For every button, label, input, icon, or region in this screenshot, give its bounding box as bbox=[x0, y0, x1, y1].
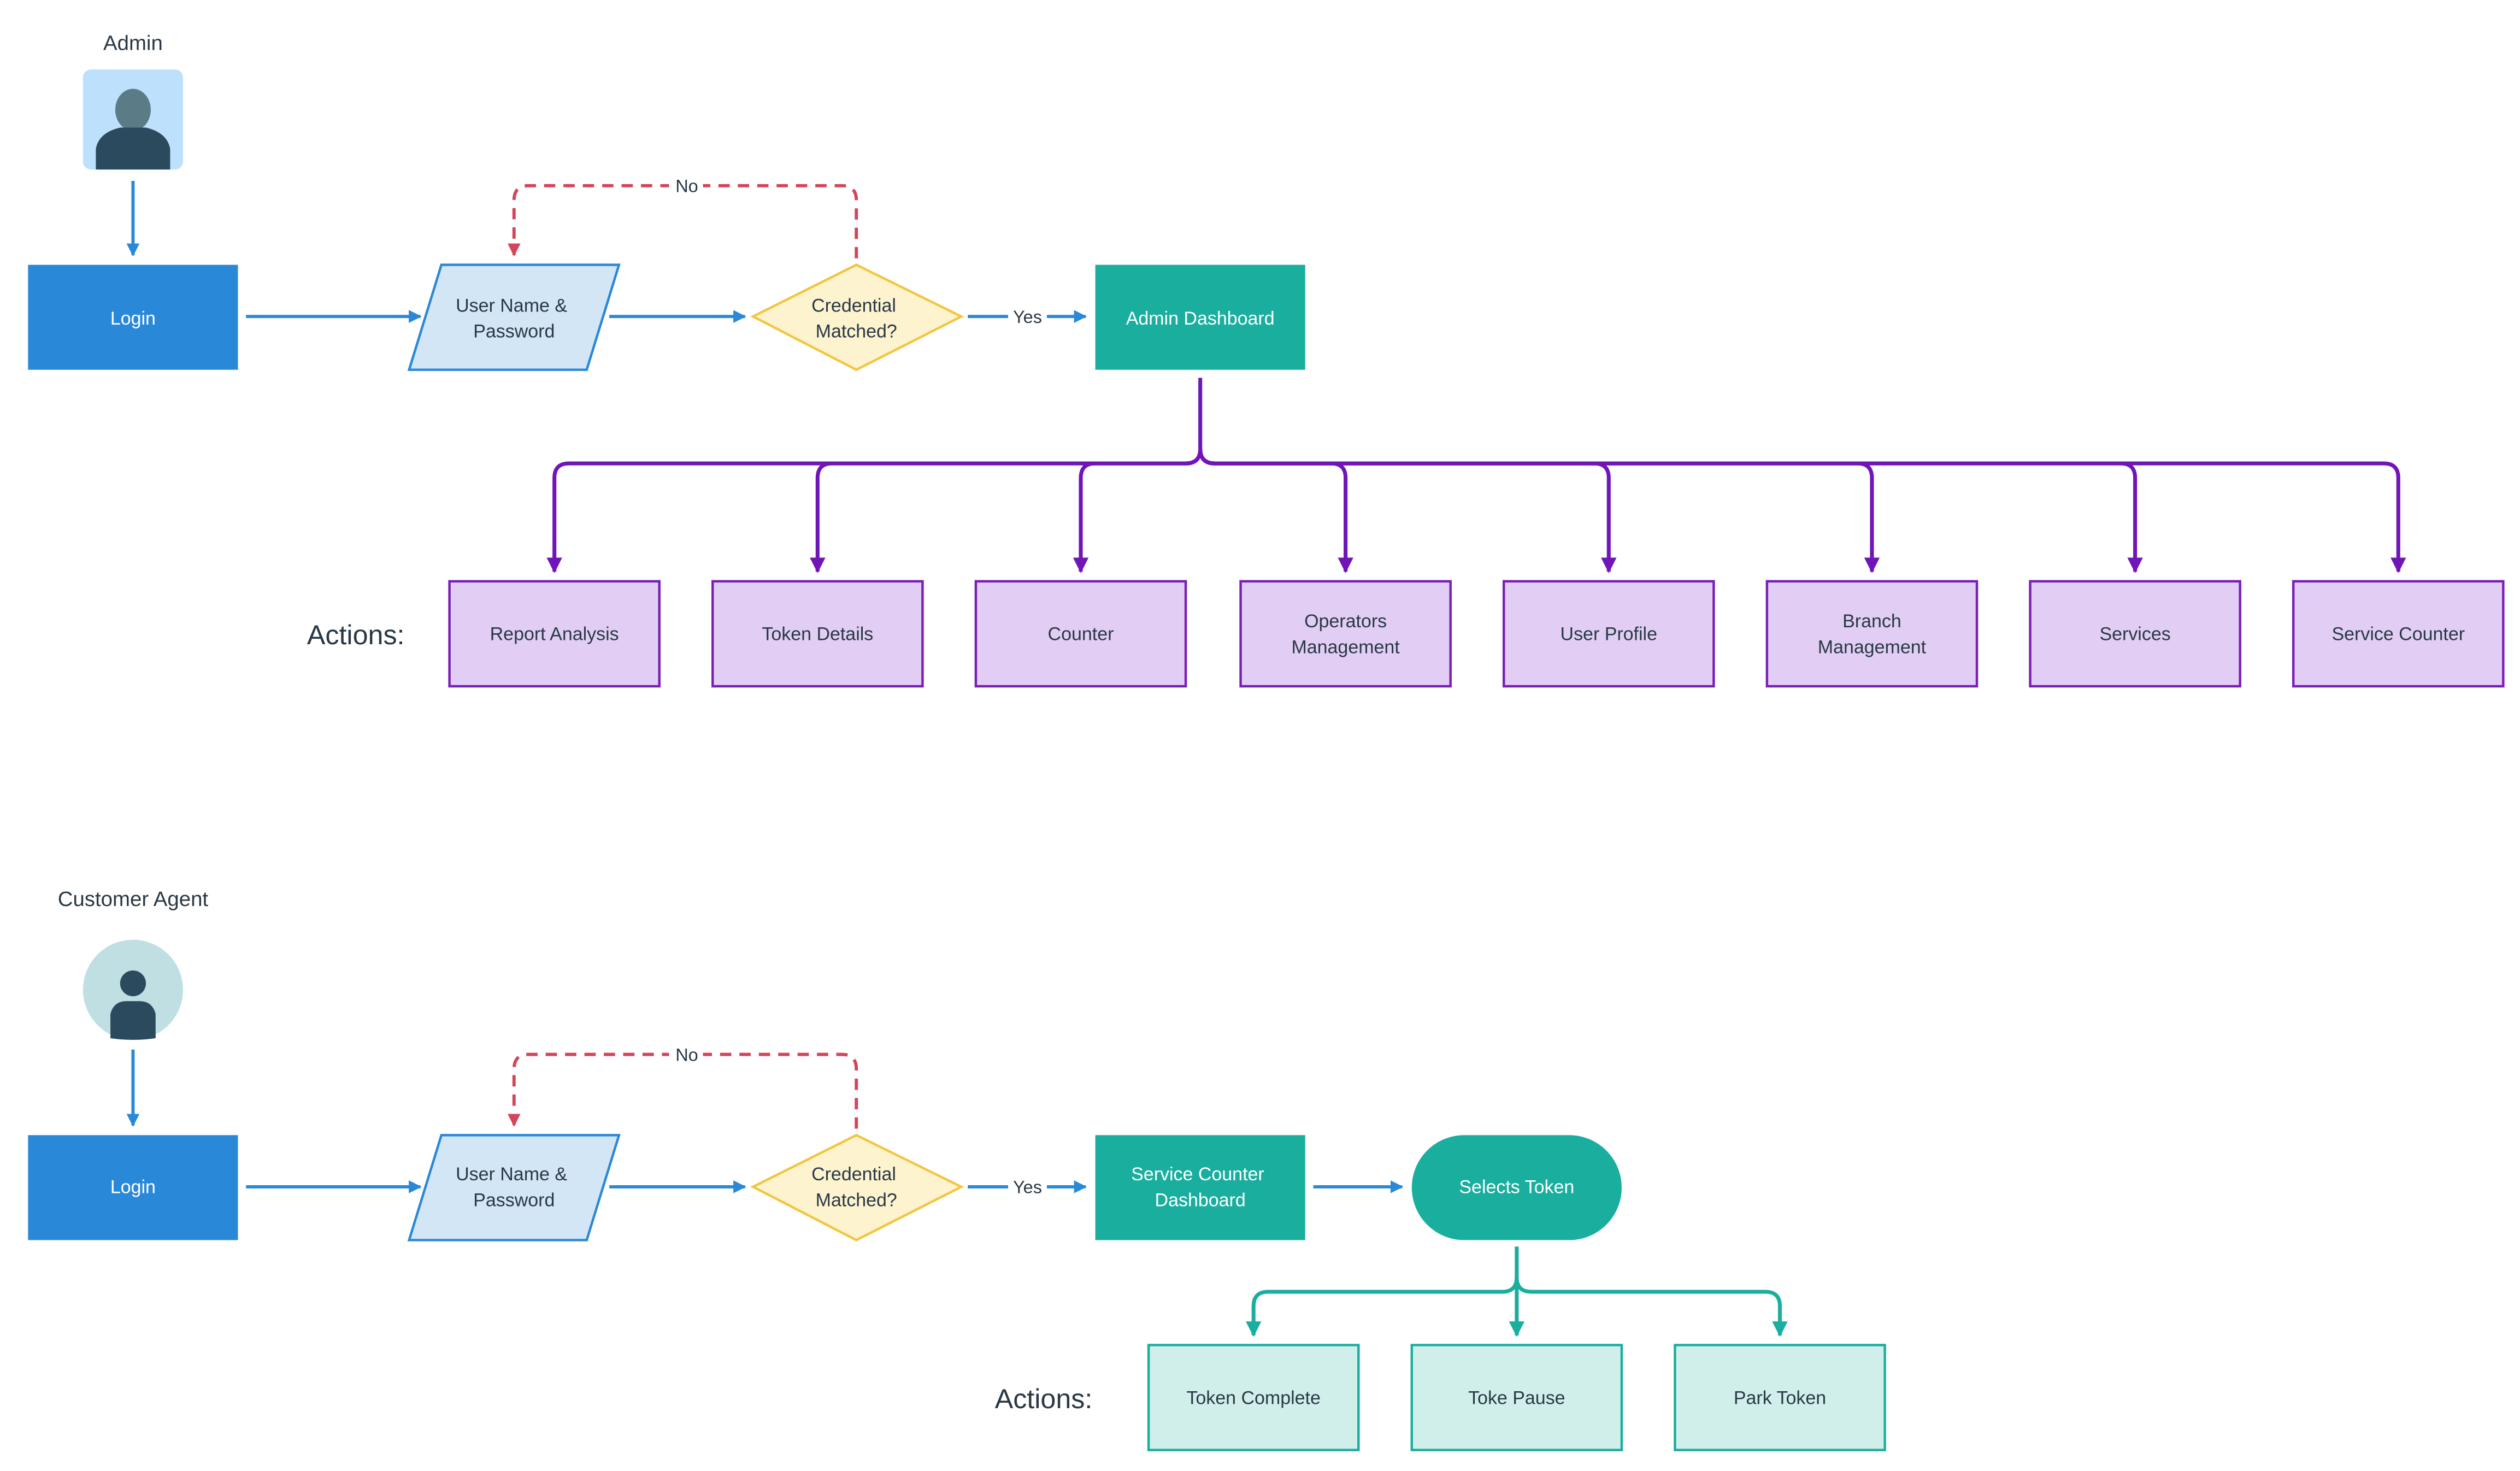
admin-dashboard-label: Admin Dashboard bbox=[1126, 308, 1275, 329]
admin-yes-label: Yes bbox=[1013, 307, 1042, 327]
admin-action-label: Services bbox=[2099, 624, 2170, 645]
admin-action-item: Token Details bbox=[711, 580, 924, 688]
admin-action-box bbox=[974, 580, 1187, 688]
agent-credentials-input-box bbox=[407, 1134, 621, 1241]
selects-token-terminal bbox=[1411, 1135, 1622, 1240]
admin-actions-row: Report Analysis Token Details Counter Opera… bbox=[448, 580, 2505, 688]
agent-yes-label: Yes bbox=[1013, 1178, 1042, 1197]
admin-branch-arrow bbox=[1198, 449, 1880, 573]
service-counter-dashboard-label: Service Counter Dashboard bbox=[1131, 1164, 1269, 1210]
agent-actor-label: Customer Agent bbox=[58, 887, 209, 911]
selects-token-branch-connectors bbox=[1245, 1246, 1788, 1337]
agent-credentials-label: User Name & Password bbox=[456, 1164, 572, 1210]
admin-credentials-input-box bbox=[407, 263, 621, 371]
agent-action-label: Token Complete bbox=[1186, 1387, 1320, 1408]
admin-action-box bbox=[2029, 580, 2241, 688]
admin-action-box bbox=[1765, 580, 1979, 688]
admin-login-box bbox=[28, 264, 238, 370]
admin-action-box bbox=[2292, 580, 2505, 688]
agent-login-label: Login bbox=[110, 1177, 156, 1198]
agent-branch-arrow bbox=[1245, 1277, 1519, 1337]
admin-action-box bbox=[448, 580, 661, 688]
admin-action-item: User Profile bbox=[1502, 580, 1715, 688]
admin-decision-diamond bbox=[750, 263, 964, 372]
admin-branch-arrow bbox=[810, 449, 1203, 573]
admin-flow: Admin Login User Name & Password Credent… bbox=[28, 32, 2505, 688]
admin-login-label: Login bbox=[110, 308, 156, 329]
admin-dashboard-branch-connectors bbox=[546, 378, 2406, 573]
agent-action-box bbox=[1410, 1344, 1623, 1451]
agent-action-item: Token Complete bbox=[1147, 1344, 1360, 1451]
agent-action-item: Park Token bbox=[1674, 1344, 1886, 1451]
customer-agent-flow: Customer Agent Login User Name & Passwor… bbox=[28, 887, 1886, 1451]
admin-action-box bbox=[1239, 580, 1452, 688]
admin-credentials-label: User Name & Password bbox=[456, 295, 572, 342]
admin-action-label: Counter bbox=[1048, 624, 1114, 645]
admin-action-item: Counter bbox=[974, 580, 1187, 688]
admin-branch-arrow bbox=[1198, 449, 1353, 573]
admin-action-label: Service Counter bbox=[2331, 624, 2465, 645]
agent-action-label: Toke Pause bbox=[1468, 1387, 1565, 1408]
admin-action-label: Report Analysis bbox=[490, 624, 619, 645]
agent-action-box bbox=[1674, 1344, 1886, 1451]
agent-decision-label: Credential Matched? bbox=[811, 1164, 901, 1210]
agent-actions-heading: Actions: bbox=[995, 1384, 1093, 1414]
agent-actions-row: Token Complete Toke Pause Park Token bbox=[1147, 1344, 1886, 1451]
admin-action-item: Services bbox=[2029, 580, 2241, 688]
agent-action-label: Park Token bbox=[1734, 1387, 1826, 1408]
admin-action-box bbox=[1502, 580, 1715, 688]
agent-no-label: No bbox=[675, 1045, 698, 1064]
agent-login-box bbox=[28, 1135, 238, 1240]
admin-branch-arrow bbox=[546, 449, 1203, 573]
admin-branch-arrow bbox=[1073, 449, 1203, 573]
admin-action-item: Report Analysis bbox=[448, 580, 661, 688]
admin-action-item: Service Counter bbox=[2292, 580, 2505, 688]
service-counter-dashboard-box bbox=[1095, 1135, 1305, 1240]
admin-action-label: Token Details bbox=[762, 624, 873, 645]
admin-no-label: No bbox=[675, 176, 698, 196]
admin-actor-label: Admin bbox=[103, 32, 163, 55]
agent-action-box bbox=[1147, 1344, 1360, 1451]
selects-token-label: Selects Token bbox=[1459, 1177, 1574, 1198]
admin-action-box bbox=[711, 580, 924, 688]
agent-decision-diamond bbox=[750, 1133, 964, 1241]
admin-actions-heading: Actions: bbox=[307, 620, 405, 650]
agent-action-item: Toke Pause bbox=[1410, 1344, 1623, 1451]
admin-decision-label: Credential Matched? bbox=[811, 295, 901, 342]
customer-agent-avatar-icon bbox=[83, 939, 184, 1040]
admin-dashboard-box bbox=[1095, 264, 1305, 370]
admin-action-label: User Profile bbox=[1561, 624, 1657, 645]
admin-branch-arrow bbox=[1198, 449, 2406, 573]
admin-avatar-icon bbox=[83, 69, 184, 170]
agent-branch-arrow bbox=[1515, 1277, 1788, 1337]
admin-branch-arrow bbox=[1198, 449, 1617, 573]
